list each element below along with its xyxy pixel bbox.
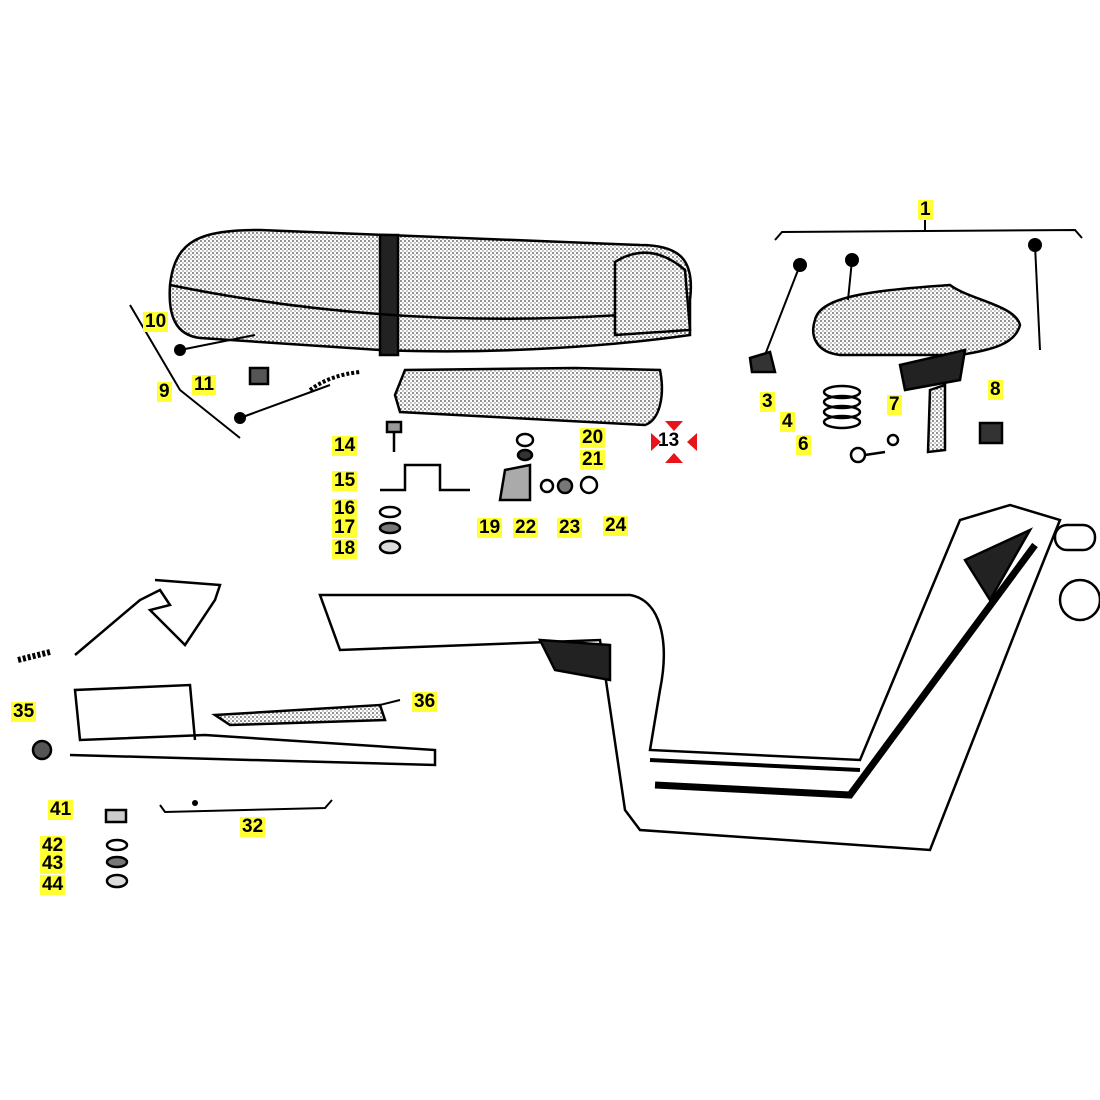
marker-arrow-icon bbox=[687, 433, 697, 451]
part-label-19[interactable]: 19 bbox=[477, 517, 503, 538]
marker-arrow-icon bbox=[665, 453, 683, 463]
part-label-21[interactable]: 21 bbox=[580, 449, 606, 470]
part-label-23[interactable]: 23 bbox=[557, 517, 583, 538]
part-label-11[interactable]: 11 bbox=[192, 374, 217, 395]
part-label-1[interactable]: 1 bbox=[918, 199, 933, 220]
seat-base bbox=[393, 366, 664, 427]
part-label-16[interactable]: 16 bbox=[332, 498, 358, 519]
part-label-14[interactable]: 14 bbox=[332, 435, 358, 456]
part-label-9[interactable]: 9 bbox=[157, 381, 172, 402]
selected-part-13[interactable]: 13 bbox=[651, 421, 697, 463]
part-label-32[interactable]: 32 bbox=[240, 816, 266, 837]
part-label-43[interactable]: 43 bbox=[40, 853, 66, 874]
marker-arrow-icon bbox=[665, 421, 683, 431]
seat-strap bbox=[378, 233, 400, 357]
part-label-8[interactable]: 8 bbox=[988, 379, 1003, 400]
part-label-41[interactable]: 41 bbox=[48, 799, 74, 820]
part-label-44[interactable]: 44 bbox=[40, 874, 66, 895]
part-label-13: 13 bbox=[658, 430, 680, 451]
part-label-42[interactable]: 42 bbox=[40, 835, 66, 856]
part-label-3[interactable]: 3 bbox=[760, 391, 775, 412]
long-seat bbox=[168, 228, 693, 353]
part-label-22[interactable]: 22 bbox=[513, 517, 539, 538]
part-label-20[interactable]: 20 bbox=[580, 427, 606, 448]
single-seat bbox=[812, 283, 1022, 357]
spring-4 bbox=[822, 384, 862, 430]
part-label-6[interactable]: 6 bbox=[796, 434, 811, 455]
part-label-10[interactable]: 10 bbox=[143, 311, 169, 332]
part-label-17[interactable]: 17 bbox=[332, 517, 358, 538]
part-label-35[interactable]: 35 bbox=[11, 701, 37, 722]
marker-arrow-icon bbox=[651, 433, 661, 451]
luggage-rack bbox=[69, 683, 437, 767]
part-label-7[interactable]: 7 bbox=[887, 394, 902, 415]
part-label-24[interactable]: 24 bbox=[603, 515, 629, 536]
scooter-frame bbox=[318, 503, 1062, 852]
part-label-4[interactable]: 4 bbox=[780, 411, 795, 432]
part-label-15[interactable]: 15 bbox=[332, 470, 358, 491]
part-label-36[interactable]: 36 bbox=[412, 691, 438, 712]
part-label-18[interactable]: 18 bbox=[332, 538, 358, 559]
